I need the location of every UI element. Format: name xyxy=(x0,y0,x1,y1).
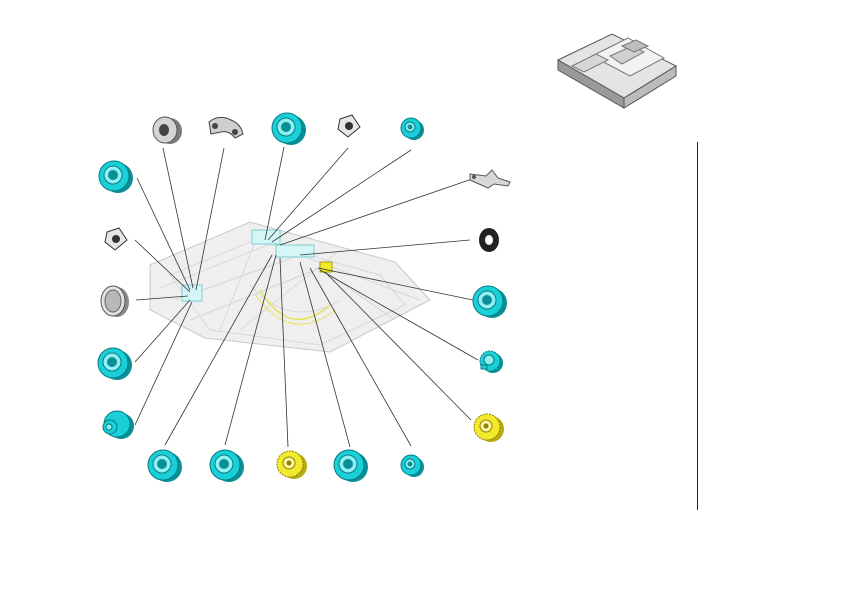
bracket-icon xyxy=(208,116,244,139)
lever-icon xyxy=(469,169,511,189)
assembly-body-ghost xyxy=(149,221,431,353)
gear-icon xyxy=(479,350,504,374)
bearing-icon xyxy=(98,160,134,194)
bearing-icon xyxy=(333,449,369,483)
bearing-icon xyxy=(97,347,133,381)
gasket-plate-icon xyxy=(104,227,128,251)
bearing-icon xyxy=(147,449,183,483)
bushing-icon xyxy=(152,116,183,145)
gasket-plate-icon xyxy=(337,114,361,138)
collar-icon xyxy=(100,285,130,318)
bearing-icon xyxy=(400,117,425,141)
gear-icon xyxy=(276,450,308,480)
bearing-icon xyxy=(209,449,245,483)
washer-icon xyxy=(479,228,499,252)
bearing-icon xyxy=(472,285,508,319)
document-feeder-thumbnail xyxy=(556,33,678,109)
panel-divider xyxy=(697,142,698,510)
bearing-icon xyxy=(271,112,307,146)
gear-icon xyxy=(473,413,505,443)
leader-lines xyxy=(134,146,479,448)
parts-callouts xyxy=(97,112,511,483)
bearing-icon xyxy=(400,454,425,478)
flanged-bushing-icon xyxy=(102,410,135,440)
